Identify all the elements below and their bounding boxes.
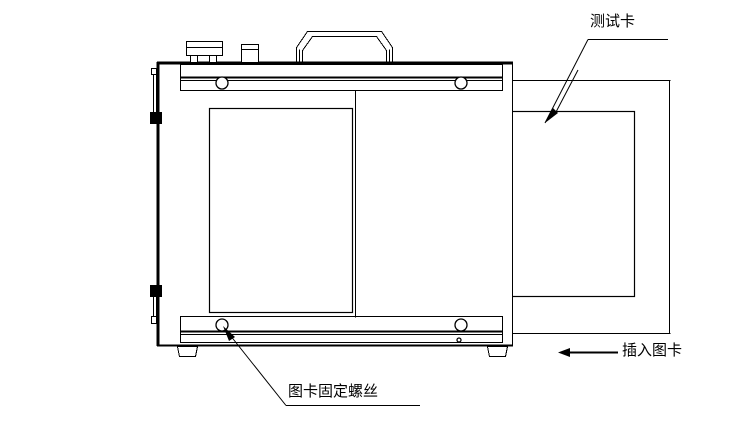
top-small-knob <box>241 44 259 63</box>
label-test-card: 测试卡 <box>590 12 636 30</box>
label-fixing-screw: 图卡固定螺丝 <box>288 382 379 400</box>
test-chamber-body <box>150 31 671 357</box>
carry-handle <box>296 31 393 63</box>
bottom-indicator-dot <box>456 337 462 343</box>
right-foot <box>486 346 509 357</box>
top-clamp-bar <box>180 64 503 91</box>
lower-hinge-block <box>150 285 162 297</box>
label-insert-card: 插入图卡 <box>622 341 683 359</box>
upper-hinge <box>150 68 162 124</box>
bottom-right-screw <box>454 318 468 332</box>
left-foot <box>176 346 199 357</box>
upper-hinge-block <box>150 112 162 124</box>
lower-hinge <box>150 285 162 324</box>
top-left-screw <box>215 76 229 90</box>
fixing-screw-leader <box>223 326 420 406</box>
top-right-screw <box>454 76 468 90</box>
test-card-leader <box>544 39 668 124</box>
bottom-clamp-bar <box>180 316 503 343</box>
top-connector-block <box>186 41 223 63</box>
left-window-panel <box>208 107 354 314</box>
insert-card-arrow <box>558 348 618 357</box>
